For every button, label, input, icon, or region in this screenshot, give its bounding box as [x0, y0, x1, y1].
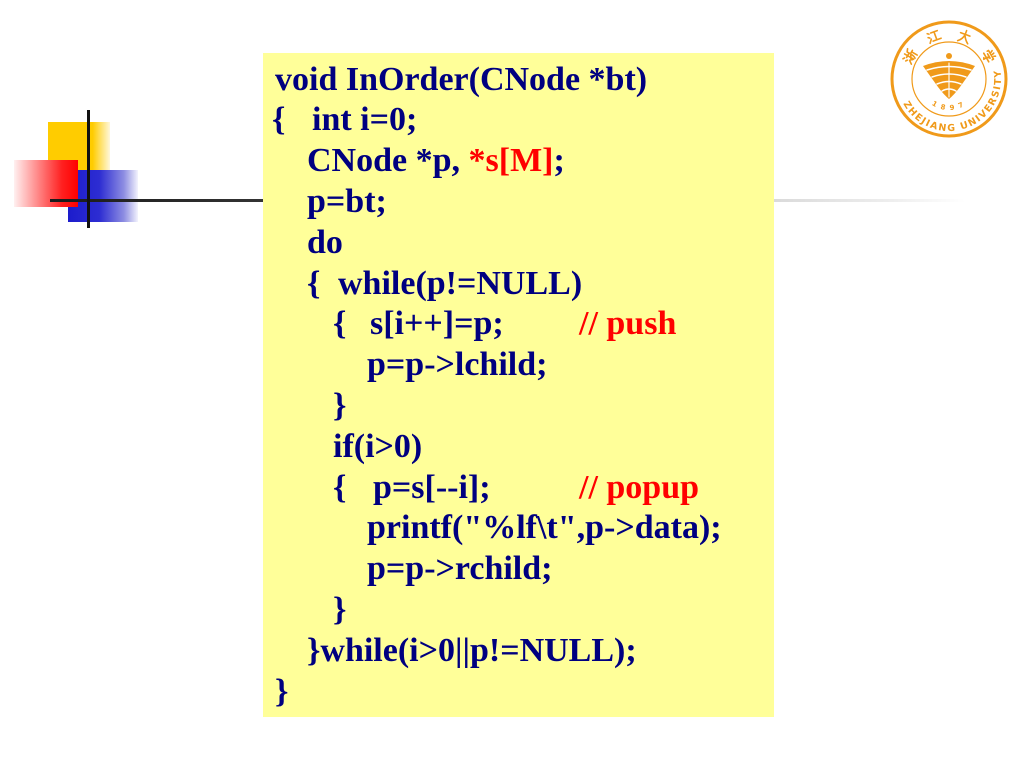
code-brace: {: [333, 468, 347, 506]
code-line: p=p->rchild;: [263, 549, 774, 590]
code-text: }: [333, 387, 347, 424]
code-line: { s[i++]=p; // push: [263, 304, 774, 345]
code-brace: {: [272, 101, 286, 139]
code-line: }while(i>0||p!=NULL);: [263, 631, 774, 672]
code-text: int i=0;: [312, 101, 418, 139]
code-text: p=bt;: [307, 183, 387, 220]
university-crest-icon: [923, 53, 975, 99]
code-text: p=p->rchild;: [367, 550, 553, 588]
code-text: void InOrder(CNode *bt): [275, 60, 648, 98]
code-line: p=p->lchild;: [263, 345, 774, 386]
code-text: p=s[--i];: [373, 468, 491, 506]
code-text-after: ;: [553, 142, 565, 180]
code-text: printf("%lf\t",p->data);: [367, 509, 722, 547]
code-line: printf("%lf\t",p->data);: [263, 508, 774, 549]
logo-chinese-character: [956, 29, 971, 45]
code-brace: {: [307, 264, 321, 302]
code-text: }while(i>0||p!=NULL);: [307, 631, 637, 669]
code-text: CNode *p,: [307, 142, 469, 180]
code-line: CNode *p, *s[M];: [263, 141, 774, 182]
code-line: { while(p!=NULL): [263, 264, 774, 305]
code-text: }: [275, 672, 289, 710]
logo-chinese-characters: [902, 29, 997, 65]
code-line: }: [263, 386, 774, 427]
code-text: s[i++]=p;: [370, 305, 504, 343]
logo-inner-ring: [911, 41, 987, 117]
code-comment: // push: [579, 305, 677, 343]
code-block: void InOrder(CNode *bt) { int i=0; CNode…: [263, 53, 774, 717]
code-text: while(p!=NULL): [338, 264, 583, 302]
code-line: }: [263, 672, 774, 713]
code-comment: // popup: [579, 468, 700, 506]
logo-chinese-character: [902, 47, 918, 65]
code-line: if(i>0): [263, 427, 774, 468]
code-line: void InOrder(CNode *bt): [263, 60, 774, 101]
decor-blue-square: [68, 170, 138, 222]
code-highlight: *s[M]: [468, 142, 554, 180]
code-text: if(i>0): [333, 427, 423, 465]
code-line: }: [263, 590, 774, 631]
code-line: { int i=0;: [263, 100, 774, 141]
logo-chinese-character: [926, 29, 942, 45]
code-brace: {: [333, 305, 347, 343]
code-text: }: [333, 591, 347, 628]
code-line: do: [263, 223, 774, 264]
university-logo: 1897 ZHEJIANG UNIVERSITY: [890, 20, 1008, 138]
code-text: p=p->lchild;: [367, 346, 548, 384]
code-line: { p=s[--i]; // popup: [263, 468, 774, 509]
decor-vertical-rule: [87, 110, 90, 228]
code-line: p=bt;: [263, 182, 774, 223]
code-statement: CNode *p, *s[M];: [307, 141, 565, 182]
code-text: do: [307, 223, 343, 261]
logo-chinese-character: [982, 49, 997, 63]
